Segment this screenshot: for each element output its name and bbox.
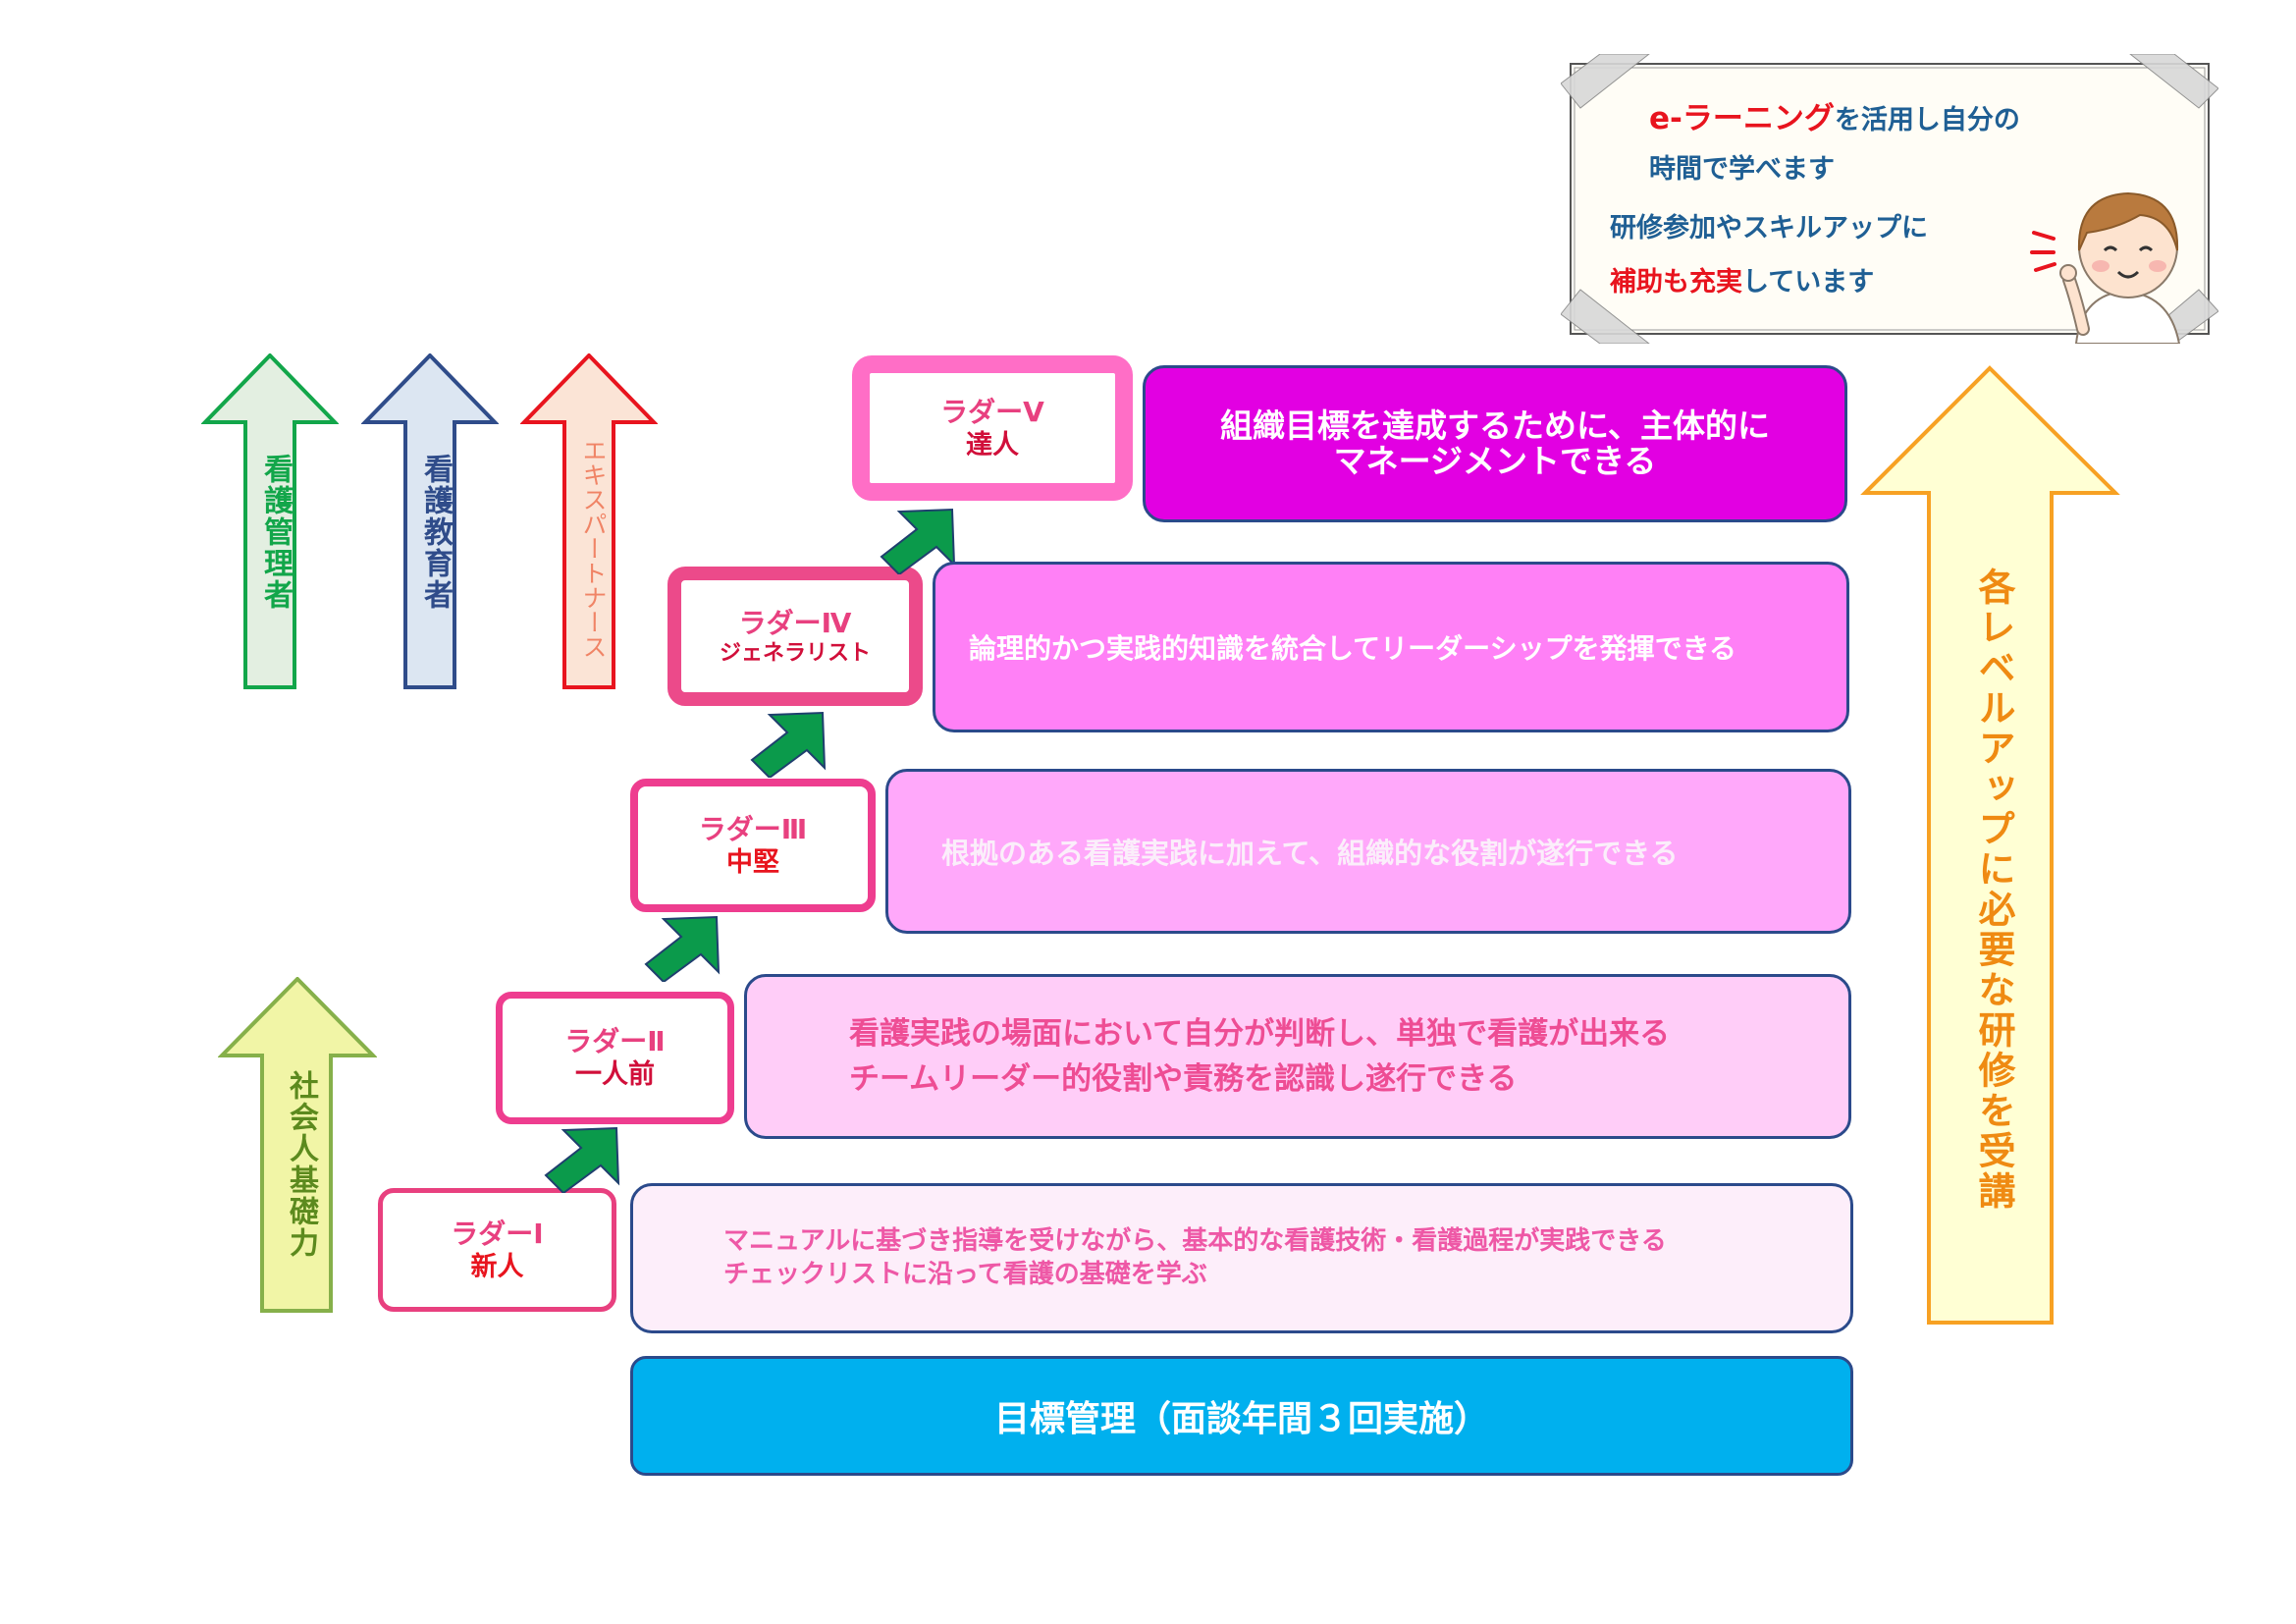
expert-label: エキスパートナース: [579, 438, 608, 659]
notice-board: e-ラーニングを活用し自分の 時間で学べます 研修参加やスキルアップに 補助も充…: [1561, 54, 2218, 344]
ladder-3-title: ラダーⅢ: [698, 812, 808, 845]
level-1-description: マニュアルに基づき指導を受けながら、基本的な看護技術・看護過程が実践できる チェ…: [630, 1183, 1853, 1333]
level-3-description: 根拠のある看護実践に加えて、組織的な役割が遂行できる: [885, 769, 1851, 934]
ladder-2-title: ラダーⅡ: [564, 1025, 666, 1058]
subsidy-highlight: 補助も充実: [1610, 267, 1742, 298]
notice-line-1: e-ラーニングを活用し自分の: [1649, 93, 2020, 137]
manager-label: 看護管理者: [258, 454, 293, 611]
ladder-4-title: ラダーⅣ: [738, 606, 852, 639]
ladder-3-badge: ラダーⅢ 中堅: [630, 779, 876, 912]
level-4-description: 論理的かつ実践的知識を統合してリーダーシップを発揮できる: [933, 562, 1849, 732]
ladder-2-subtitle: 一人前: [575, 1059, 655, 1091]
notice-line-2: 時間で学べます: [1649, 154, 1835, 185]
level-5-line-2: マネージメントできる: [1333, 442, 1657, 480]
educator-arrow: [361, 353, 499, 689]
step-arrow-3-to-4: [750, 711, 827, 778]
goal-management-bar: 目標管理（面談年間３回実施）: [630, 1356, 1853, 1476]
level-4-line-1: 論理的かつ実践的知識を統合してリーダーシップを発揮できる: [969, 632, 1737, 665]
ladder-4-subtitle: ジェネラリスト: [719, 640, 871, 666]
ladder-3-subtitle: 中堅: [726, 846, 779, 878]
educator-label: 看護教育者: [418, 454, 453, 611]
ladder-5-title: ラダーⅤ: [940, 395, 1044, 428]
ladder-1-title: ラダーⅠ: [451, 1217, 544, 1250]
ladder-5-subtitle: 達人: [966, 429, 1019, 460]
nurse-illustration: [2030, 191, 2181, 344]
level-1-line-1: マニュアルに基づき指導を受けながら、基本的な看護技術・看護過程が実践できる: [723, 1225, 1667, 1256]
level-5-line-1: 組織目標を達成するために、主体的に: [1219, 406, 1770, 445]
notice-line-3: 研修参加やスキルアップに: [1610, 213, 1928, 244]
social-skills-label: 社会人基礎力: [284, 1070, 318, 1259]
ladder-4-badge: ラダーⅣ ジェネラリスト: [667, 567, 923, 706]
level-5-description: 組織目標を達成するために、主体的に マネージメントできる: [1143, 365, 1847, 522]
level-3-line-1: 根拠のある看護実践に加えて、組織的な役割が遂行できる: [941, 837, 1679, 870]
expert-arrow: [520, 353, 658, 689]
ladder-1-subtitle: 新人: [470, 1251, 524, 1282]
manager-arrow: [201, 353, 339, 689]
training-arrow-label: 各レベルアップに必要な研修を受講: [1972, 568, 2015, 1212]
social-skills-arrow: [218, 977, 377, 1313]
step-arrow-1-to-2: [544, 1126, 620, 1193]
elearning-highlight: e-ラーニング: [1649, 101, 1835, 136]
ladder-1-badge: ラダーⅠ 新人: [378, 1188, 616, 1312]
notice-line-4-rest: しています: [1742, 267, 1875, 298]
level-2-line-2: チームリーダー的役割や責務を認識し遂行できる: [849, 1061, 1518, 1097]
ladder-5-badge: ラダーⅤ 達人: [852, 355, 1133, 501]
step-arrow-2-to-3: [644, 915, 721, 982]
notice-line-1-rest: を活用し自分の: [1834, 105, 2020, 135]
goal-management-label: 目標管理（面談年間３回実施）: [993, 1399, 1489, 1439]
training-arrow: [1860, 365, 2120, 1325]
level-2-description: 看護実践の場面において自分が判断し、単独で看護が出来る チームリーダー的役割や責…: [744, 974, 1851, 1139]
notice-line-4: 補助も充実しています: [1610, 260, 1874, 298]
level-2-line-1: 看護実践の場面において自分が判断し、単独で看護が出来る: [849, 1015, 1671, 1052]
ladder-2-badge: ラダーⅡ 一人前: [496, 992, 734, 1124]
level-1-line-2: チェックリストに沿って看護の基礎を学ぶ: [723, 1259, 1207, 1289]
